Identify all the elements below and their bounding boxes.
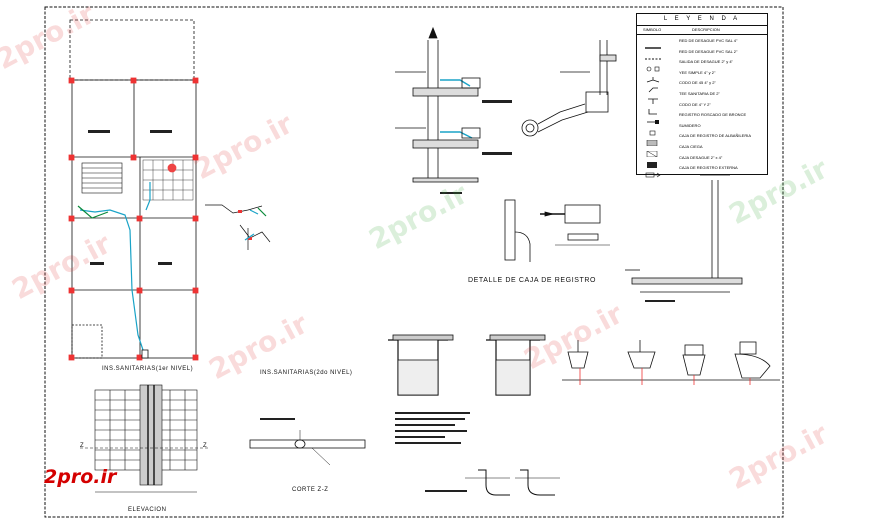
plan2-title: INS.SANITARIAS(2do NIVEL) — [260, 370, 353, 376]
legend-row-label: RED DE DESAGUE PVC SAL 4" — [679, 38, 738, 43]
legend-col-description: DESCRIPCION — [692, 27, 720, 32]
vertical-pipe-detail — [625, 174, 743, 302]
section-marker-left: Z — [80, 443, 85, 449]
legend-row: TEE SANITARIA DE 2" — [637, 89, 767, 104]
legend-row: CAJA DE REGISTRO EXTERNA — [637, 163, 767, 178]
wye-icon — [645, 70, 661, 83]
legend-row: RED DE DESAGUE PVC SAL 4" — [637, 36, 767, 49]
legend-row-label: CAJA DE REGISTRO DE ALBAÑILERIA — [679, 133, 752, 139]
detail-box-title: DETALLE DE CAJA DE REGISTRO — [468, 277, 597, 284]
isometric-detail-1 — [205, 204, 271, 250]
legend-row: CAJA CIEGA — [637, 142, 767, 158]
legend-row: REGISTRO ROSCADO DE BRONCE — [637, 110, 767, 125]
legend-title: L E Y E N D A — [663, 16, 741, 22]
fill-icon — [645, 155, 661, 168]
legend-row-label: CODO DE 4" Y 2" — [679, 101, 711, 107]
legend-row-label: RED DE DESAGUE PVC SAL 2" — [679, 48, 738, 54]
sq-icon — [645, 59, 661, 72]
elevation-wall — [80, 384, 210, 493]
pipe-isometric — [521, 40, 617, 137]
arrow-icon — [645, 165, 661, 178]
legend-row: CODO DE 45 4" y 2" — [637, 78, 767, 93]
legend-table: L E Y E N D A SIMBOLO DESCRIPCION RED DE… — [636, 13, 768, 178]
cross-icon — [645, 144, 661, 158]
plan-first-floor — [68, 19, 199, 361]
legend-row-label: SALIDA DE DESAGUE 2" y 4" — [679, 59, 733, 65]
legend-row-label: CODO DE 45 4" y 2" — [679, 80, 716, 86]
fixture-elevations — [562, 340, 780, 385]
riser-section — [395, 26, 512, 194]
box-icon — [645, 133, 661, 147]
tee-icon — [645, 91, 661, 104]
elbow-icon — [645, 80, 661, 93]
legend-row-label: YEE SIMPLE 4" y 2" — [679, 69, 716, 75]
legend-row: SALIDA DE DESAGUE 2" y 4" — [637, 57, 767, 72]
legend-row-label: CAJA CIEGA — [679, 144, 703, 149]
trap-details — [425, 469, 560, 496]
cleanout-icon — [645, 112, 661, 125]
sq-small-icon — [645, 123, 661, 136]
legend-row-label: TEE SANITARIA DE 2" — [679, 91, 720, 96]
solid-line-icon — [645, 38, 661, 49]
legend-row: RED DE DESAGUE PVC SAL 2" — [637, 47, 767, 60]
legend-row: CAJA DESAGUE 2" x 4" — [637, 153, 767, 168]
section-marker-right: Z — [203, 443, 208, 449]
legend-row: SUMIDERO — [637, 121, 767, 136]
legend-row-label: CAJA DE REGISTRO EXTERNA — [679, 165, 738, 171]
dash-line-icon — [645, 49, 661, 60]
section-title: CORTE Z-Z — [292, 487, 329, 493]
site-logo: 2pro.ir — [44, 466, 117, 488]
plan1-title: INS.SANITARIAS(1er NIVEL) — [102, 366, 194, 372]
sheet-border — [44, 6, 784, 518]
legend-row: CODO DE 4" Y 2" — [637, 100, 767, 114]
legend-row-label: REGISTRO ROSCADO DE BRONCE — [679, 112, 747, 118]
elevation-title: ELEVACION — [128, 507, 167, 513]
detail-box-register — [504, 199, 610, 262]
legend-row: CAJA DE REGISTRO DE ALBAÑILERIA — [637, 131, 767, 147]
legend-row: YEE SIMPLE 4" y 2" — [637, 68, 767, 83]
section-zz — [249, 418, 366, 466]
legend-header: SIMBOLO DESCRIPCION — [637, 25, 767, 35]
register-box-sections — [388, 334, 546, 444]
legend-row-label: CAJA DESAGUE 2" x 4" — [679, 154, 723, 160]
legend-row-label: SUMIDERO — [679, 122, 701, 128]
legend-col-symbol: SIMBOLO — [643, 27, 662, 32]
elbow90-icon — [645, 102, 661, 114]
